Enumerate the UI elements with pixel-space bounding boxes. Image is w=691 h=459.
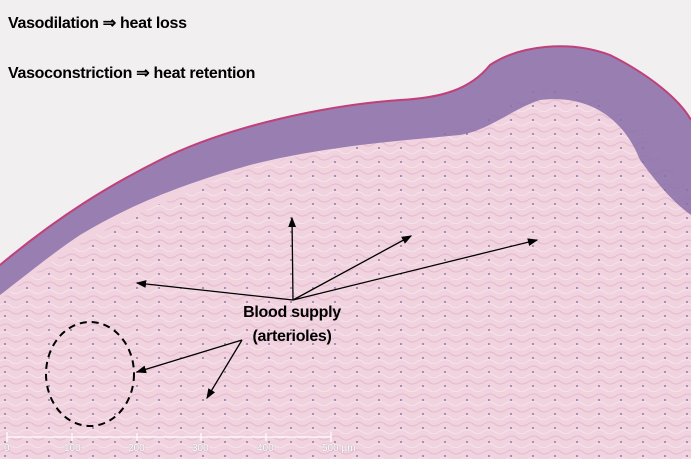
arrows — [135, 216, 539, 400]
arrow — [135, 280, 294, 301]
arrow — [292, 235, 413, 301]
scale-tick-label: 200 — [128, 443, 145, 454]
scale-tick-label: 400 — [257, 443, 274, 454]
epidermis — [0, 46, 691, 295]
scale-tick-label: 0 — [4, 443, 10, 454]
arrow — [206, 339, 243, 400]
stratum-corneum — [0, 45, 691, 266]
scale-tick-label: 100 — [64, 443, 81, 454]
annotation-vasodilation: Vasodilation ⇒ heat loss — [8, 15, 187, 32]
arterioles-label: (arterioles) — [252, 328, 332, 345]
arrow — [292, 238, 539, 301]
scale-tick-label: 500 µm — [322, 443, 356, 454]
annotation-vasoconstriction: Vasoconstriction ⇒ heat retention — [8, 65, 256, 82]
arrow — [135, 339, 243, 374]
dermis-fibers — [0, 89, 691, 459]
blood-supply-label: Blood supply — [243, 304, 341, 321]
scale-tick-label: 300 — [192, 443, 209, 454]
dashed-circle-highlight — [45, 321, 135, 427]
arrow — [288, 216, 297, 301]
scale-bar — [6, 432, 332, 442]
